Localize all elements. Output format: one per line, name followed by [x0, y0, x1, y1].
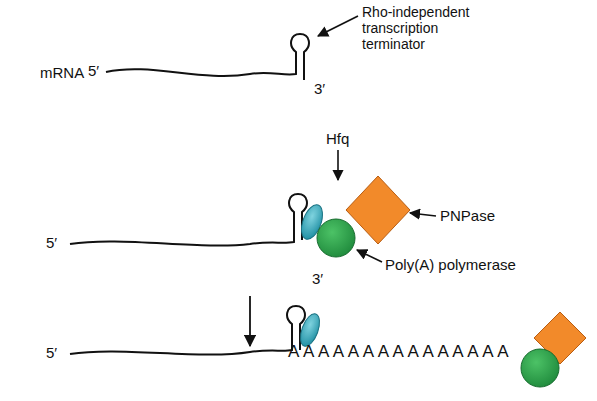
mrna-strand — [70, 306, 305, 355]
end-marker: 5′ — [46, 344, 57, 361]
feature-label: Rho-independent transcription terminator — [362, 4, 474, 52]
leader-arrow — [410, 213, 436, 216]
leader-arrow — [318, 16, 358, 36]
leader-arrow — [357, 250, 382, 262]
mrna-strand — [106, 34, 309, 80]
protein-label: PNPase — [440, 207, 495, 224]
end-marker: 5′ — [88, 62, 99, 79]
end-marker: 3′ — [314, 80, 325, 97]
molecule-name: mRNA — [40, 64, 84, 81]
pnpase-shape — [346, 176, 410, 244]
mrna-strand — [70, 194, 307, 246]
protein-label: Poly(A) polymerase — [385, 256, 516, 273]
polya-polymerase-shape — [317, 219, 355, 257]
protein-label: Hfq — [326, 130, 349, 147]
polya-tail: AAAAAAAAAAAAAAA — [288, 343, 512, 360]
end-marker: 5′ — [46, 234, 57, 251]
step-arrow — [249, 296, 251, 346]
end-marker: 3′ — [312, 270, 323, 287]
polya-polymerase-shape — [521, 349, 559, 387]
leader-arrow — [337, 150, 339, 180]
